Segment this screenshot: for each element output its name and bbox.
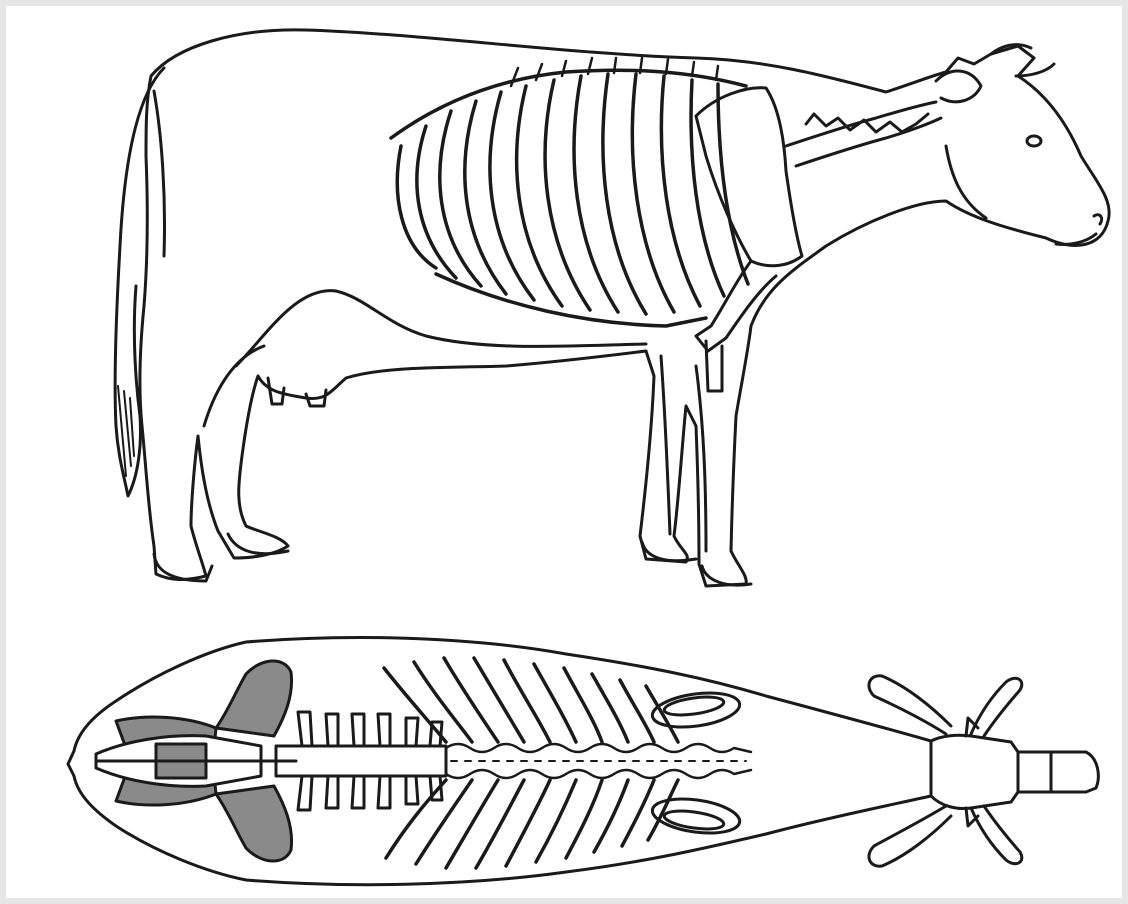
thoracic-column-bottom — [446, 770, 751, 778]
cow-ear — [936, 71, 981, 102]
top-scapula-upper-inner — [663, 694, 725, 718]
top-horn-upper-left — [869, 676, 951, 734]
thoracic-column-top — [446, 744, 751, 752]
lumbar-process — [352, 714, 364, 808]
side-rib — [545, 80, 590, 310]
tail-inner-line — [154, 91, 165, 256]
top-head — [931, 735, 1098, 808]
cow-nostril — [1094, 215, 1102, 224]
lumbar-process — [298, 712, 312, 810]
side-rib — [632, 74, 674, 312]
side-rib — [465, 101, 506, 294]
top-rib — [506, 780, 550, 866]
side-rib — [517, 86, 562, 306]
side-rib — [440, 111, 481, 286]
cow-eye — [1027, 136, 1041, 146]
cow-top-view — [68, 638, 1098, 885]
pelvis-lower-wing — [216, 786, 292, 861]
top-rib — [384, 668, 446, 742]
top-rib — [414, 662, 472, 742]
top-rib — [504, 660, 550, 742]
top-ribs-upper — [384, 658, 678, 742]
side-rib — [574, 76, 618, 312]
top-head-muzzle-line — [1018, 752, 1051, 792]
foreleg-inner-line — [661, 356, 670, 534]
neck-vertebrae — [786, 102, 941, 166]
side-rib — [603, 74, 646, 314]
side-rib — [490, 92, 534, 300]
lumbar-process — [406, 718, 418, 804]
top-rib — [444, 658, 498, 742]
top-ribs-lower — [386, 780, 678, 868]
side-rib — [718, 84, 748, 284]
lumbar-column — [276, 746, 446, 776]
top-rib — [474, 658, 524, 742]
cow-neck-fold — [946, 146, 986, 218]
top-rib — [446, 780, 498, 868]
top-scapula-lower-inner — [663, 808, 725, 832]
side-rib-cage — [391, 58, 748, 326]
cow-body-outline — [140, 30, 1109, 586]
lumbar-vertebrae — [276, 712, 446, 810]
top-rib — [476, 780, 524, 868]
spinous-processes — [511, 58, 718, 86]
humerus — [696, 261, 776, 351]
scapula — [696, 88, 802, 266]
pelvis-upper-wing — [216, 661, 292, 736]
lumbar-process — [378, 714, 390, 808]
cow-skeleton-illustration — [6, 6, 1122, 898]
cow-side-view — [115, 30, 1109, 586]
top-rib — [416, 780, 472, 864]
figure-canvas — [6, 6, 1122, 898]
lumbar-process — [326, 714, 338, 808]
top-horn-lower-left — [869, 806, 951, 866]
